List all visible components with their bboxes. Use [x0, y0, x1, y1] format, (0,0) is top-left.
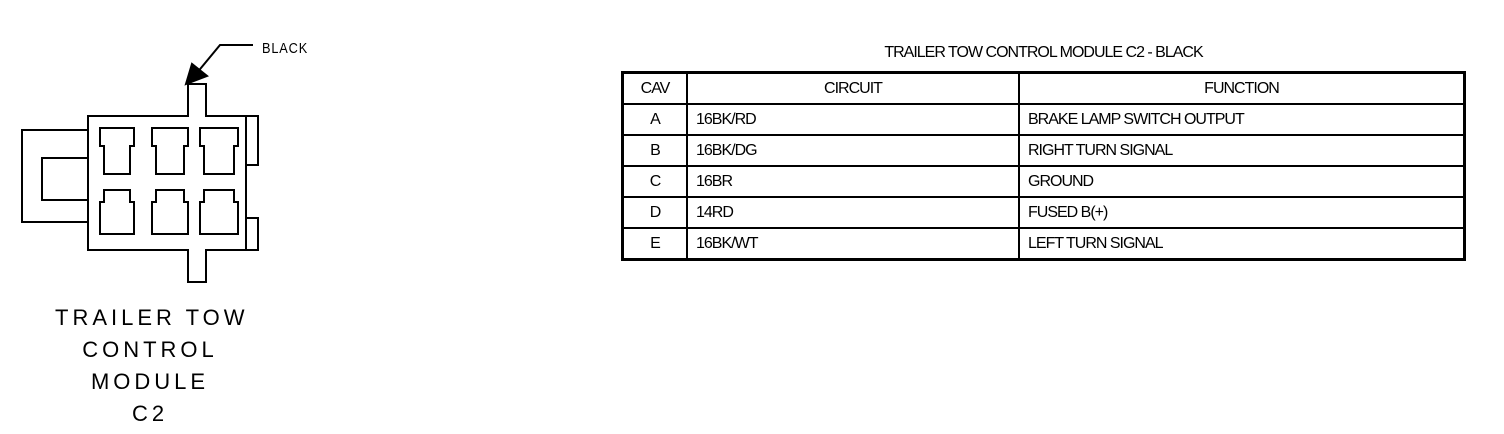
circuit-cell: 16BK/DG — [686, 134, 1020, 167]
caption-line: CONTROL — [82, 337, 218, 362]
cav-cell: B — [621, 134, 688, 167]
table-row: D 14RD FUSED B(+) — [621, 196, 1466, 229]
terminal-cavity — [99, 127, 135, 175]
caption-line: TRAILER TOW — [55, 305, 249, 330]
pinout-table: CAV CIRCUIT FUNCTION A 16BK/RD BRAKE LAM… — [621, 71, 1466, 261]
cav-cell: E — [621, 227, 688, 261]
column-header-function: FUNCTION — [1018, 71, 1466, 105]
connector-latch — [21, 129, 88, 223]
callout-arrowhead — [184, 62, 209, 86]
circuit-cell: 16BR — [686, 165, 1020, 198]
circuit-cell: 14RD — [686, 196, 1020, 229]
callout-leader-line — [195, 44, 253, 75]
terminal-cavity — [99, 189, 135, 235]
table-title: TRAILER TOW CONTROL MODULE C2 - BLACK — [884, 44, 1203, 61]
connector-right-rail-bottom — [246, 217, 259, 251]
function-cell: GROUND — [1018, 165, 1466, 198]
table-row: B 16BK/DG RIGHT TURN SIGNAL — [621, 134, 1466, 167]
function-cell: RIGHT TURN SIGNAL — [1018, 134, 1466, 167]
terminal-cavity — [151, 127, 189, 175]
cav-cell: C — [621, 165, 688, 198]
cav-cell: A — [621, 103, 688, 136]
table-header-row: CAV CIRCUIT FUNCTION — [621, 71, 1466, 105]
table-row: E 16BK/WT LEFT TURN SIGNAL — [621, 227, 1466, 261]
function-cell: BRAKE LAMP SWITCH OUTPUT — [1018, 103, 1466, 136]
connector-latch-inner — [41, 157, 88, 201]
connector-housing — [87, 83, 247, 283]
terminal-cavity — [151, 189, 189, 235]
color-callout-label: BLACK — [262, 40, 309, 57]
table-row: C 16BR GROUND — [621, 165, 1466, 198]
connector-caption: TRAILER TOW CONTROL MODULE C2 — [55, 302, 245, 430]
circuit-cell: 16BK/RD — [686, 103, 1020, 136]
caption-line: MODULE — [90, 369, 210, 394]
connector-diagram — [21, 44, 259, 283]
circuit-cell: 16BK/WT — [686, 227, 1020, 261]
connector-right-rail-top — [246, 115, 259, 166]
table-row: A 16BK/RD BRAKE LAMP SWITCH OUTPUT — [621, 103, 1466, 136]
terminal-cavity — [199, 189, 239, 235]
column-header-cav: CAV — [621, 71, 688, 105]
column-header-circuit: CIRCUIT — [686, 71, 1020, 105]
cav-cell: D — [621, 196, 688, 229]
function-cell: LEFT TURN SIGNAL — [1018, 227, 1466, 261]
caption-line: C2 — [131, 401, 169, 426]
function-cell: FUSED B(+) — [1018, 196, 1466, 229]
terminal-cavity — [199, 127, 239, 175]
